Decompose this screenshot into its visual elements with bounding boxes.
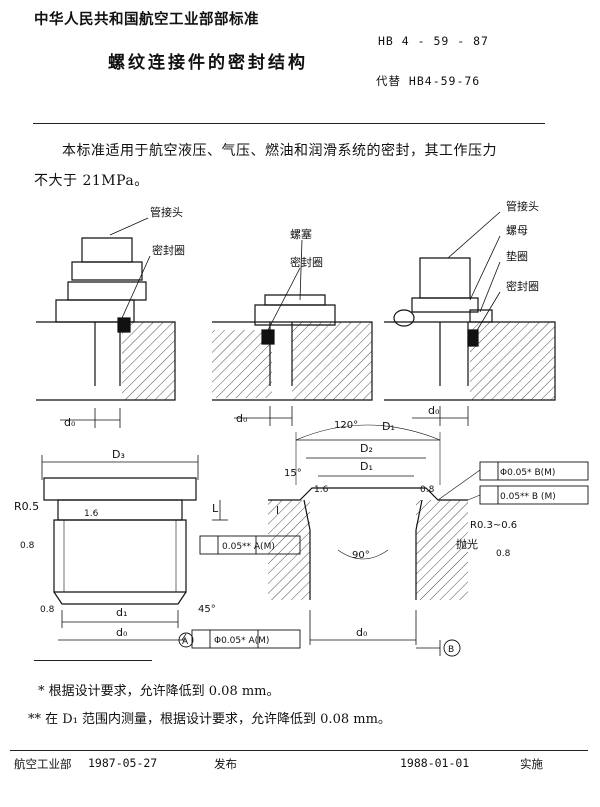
- label-datum-b: B: [448, 645, 454, 655]
- label-D3: D₃: [112, 448, 125, 461]
- label-tol-perp-left: 0.05** A(M): [222, 542, 275, 552]
- label-d0-2: d₀: [236, 412, 248, 425]
- detail-port: [268, 424, 589, 657]
- label-ra08-3: 0.8: [420, 485, 435, 495]
- detail-fitting-body: [41, 455, 301, 649]
- standard-code: HB 4 - 59 - 87: [378, 34, 489, 48]
- footer-impl-label: 实施: [520, 757, 543, 771]
- label-D2: D₂: [360, 442, 373, 455]
- label-D1-inner: D₁: [360, 460, 373, 473]
- issuing-organization: 中华人民共和国航空工业部部标准: [34, 12, 259, 28]
- sketch-plug: [212, 239, 373, 426]
- label-seal-ring-3: 密封圈: [506, 279, 539, 293]
- footer-impl-date: 1988-01-01: [400, 756, 470, 770]
- label-tol-pos-left: Φ0.05* A(M): [214, 636, 269, 646]
- footer-issue-label: 发布: [214, 757, 237, 771]
- label-nut: 螺母: [506, 224, 528, 237]
- label-ra08-2: 0.8: [40, 605, 55, 615]
- label-R03-06: R0.3~0.6: [470, 520, 517, 531]
- label-seal-ring: 密封圈: [152, 243, 185, 257]
- label-d0-3: d₀: [428, 404, 440, 417]
- footer-rule: [10, 750, 588, 751]
- sketch-nut-washer: [384, 211, 556, 426]
- label-tol-pos-right: Φ0.05* B(M): [500, 468, 555, 478]
- footnote-rule: [34, 660, 152, 661]
- label-plug: 螺塞: [290, 227, 312, 241]
- footer-issue-date: 1987-05-27: [88, 756, 158, 770]
- label-tol-perp-right: 0.05** B (M): [500, 492, 556, 502]
- label-washer: 垫圈: [506, 249, 528, 263]
- label-angle90: 90°: [352, 550, 370, 561]
- label-depth-l: l: [276, 504, 279, 517]
- sketch-pipe-joint: [36, 217, 180, 428]
- footnote-2: ** 在 D₁ 范围内测量，根据设计要求，允许降低到 0.08 mm。: [28, 712, 391, 727]
- label-D1: D₁: [382, 420, 395, 433]
- label-datum-a: A: [182, 637, 189, 647]
- footnote-1: * 根据设计要求，允许降低到 0.08 mm。: [38, 684, 280, 699]
- label-d0-1: d₀: [64, 416, 76, 429]
- label-ra16-left: 1.6: [84, 509, 99, 519]
- label-angle15: 15°: [284, 468, 302, 479]
- label-pipe-joint: 管接头: [150, 205, 183, 219]
- label-ra08-4: 0.8: [496, 549, 511, 559]
- label-ra08-1: 0.8: [20, 541, 35, 551]
- label-angle120: 120°: [334, 420, 358, 431]
- replaces-standard: 代替 HB4-59-76: [376, 74, 481, 88]
- scope-text-line1: 本标准适用于航空液压、气压、燃油和润滑系统的密封，其工作压力: [62, 143, 497, 159]
- label-R05: R0.5: [14, 500, 39, 513]
- label-pipe-joint-2: 管接头: [506, 199, 539, 213]
- footer-issuer: 航空工业部: [14, 757, 72, 771]
- scope-text-line2: 不大于 21MPa。: [34, 173, 149, 189]
- standard-title: 螺纹连接件的密封结构: [108, 53, 308, 73]
- label-d0-5: d₀: [356, 626, 368, 639]
- label-d1: d₁: [116, 606, 127, 619]
- label-seal-ring-2: 密封圈: [290, 255, 323, 269]
- label-polish: 抛光: [456, 537, 478, 551]
- label-L: L: [212, 502, 219, 515]
- header-rule: [33, 123, 545, 124]
- label-ra16-right: 1.6: [314, 485, 329, 495]
- label-angle45: 45°: [198, 604, 216, 615]
- figure-labels: 管接头 密封圈 螺塞 密封圈 管接头 螺母 垫圈 密封圈 d₀ d₀ d₀ D₃…: [14, 199, 556, 655]
- label-d0-4: d₀: [116, 626, 128, 639]
